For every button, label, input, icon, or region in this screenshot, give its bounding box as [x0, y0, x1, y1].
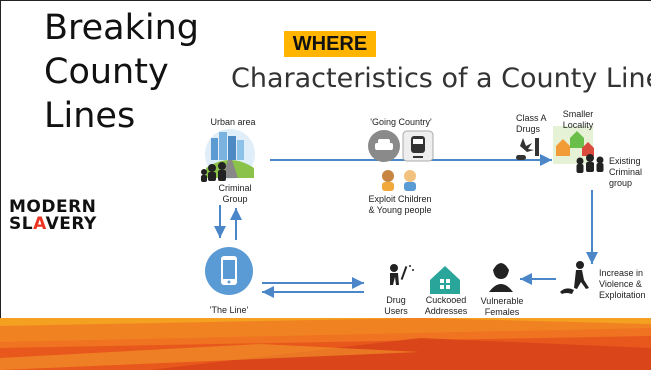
label-drug-users: Drug Users: [376, 295, 416, 317]
decorative-band: [0, 318, 651, 370]
label-existing-line3: group: [609, 178, 633, 188]
left-border: [0, 0, 1, 330]
children-icon: [382, 170, 416, 191]
label-existing-group: Existing Criminal group: [609, 156, 649, 189]
where-badge: WHERE: [284, 31, 376, 57]
logo-part-1: SL: [9, 214, 34, 234]
label-criminal-group: Criminal Group: [210, 183, 260, 205]
modern-slavery-logo: MODERN SLAVERY: [9, 197, 97, 234]
existing-group-icon: [576, 154, 604, 173]
label-cuckooed-line1: Cuckooed: [425, 295, 467, 305]
label-drug-users-line2: Users: [384, 306, 408, 316]
top-border: [0, 0, 651, 1]
title-line-2: County: [44, 52, 169, 92]
logo-part-2: VERY: [45, 214, 97, 234]
violence-icon: [560, 261, 589, 294]
label-going-country: 'Going Country': [370, 117, 432, 127]
city-icon: [205, 129, 255, 179]
slide-title: Breaking County Lines: [44, 6, 204, 138]
label-exploit-line2: & Young people: [368, 205, 432, 215]
title-line-1: Breaking: [44, 8, 200, 48]
label-smaller-locality-line2: Locality: [562, 120, 594, 130]
label-class-a-line1: Class A: [516, 113, 547, 123]
label-vulnerable-females: Vulnerable Females: [478, 296, 526, 318]
train-icon: [402, 130, 434, 162]
label-cuckooed-addresses: Cuckooed Addresses: [421, 295, 471, 317]
label-urban-area: Urban area: [210, 117, 256, 127]
label-existing-line2: Criminal: [609, 167, 643, 177]
diagram-title: Characteristics of a County Line: [231, 63, 651, 94]
label-smaller-locality-line1: Smaller: [562, 109, 594, 119]
label-increase-line1: Increase in: [599, 268, 644, 278]
label-increase-violence: Increase in Violence & Exploitation: [599, 268, 649, 301]
label-increase-line3: Exploitation: [599, 290, 646, 300]
label-drug-users-line1: Drug: [386, 295, 406, 305]
label-exploit-children: Exploit Children & Young people: [360, 194, 440, 216]
label-criminal-group-line2: Group: [222, 194, 248, 204]
label-existing-line1: Existing: [609, 156, 641, 166]
label-vulnerable-line2: Females: [484, 307, 520, 317]
label-class-a-line2: Drugs: [516, 124, 541, 134]
drug-user-icon: [390, 264, 414, 285]
logo-line-2: SLAVERY: [9, 214, 96, 234]
logo-house-letter: A: [33, 214, 46, 234]
label-criminal-group-line1: Criminal: [218, 183, 252, 193]
label-cuckooed-line2: Addresses: [424, 306, 468, 316]
label-exploit-line1: Exploit Children: [368, 194, 432, 204]
label-smaller-locality: Smaller Locality: [556, 109, 600, 131]
label-vulnerable-line1: Vulnerable: [480, 296, 524, 306]
car-icon: [368, 130, 400, 162]
house-icon: [430, 266, 460, 294]
label-class-a-drugs: Class A Drugs: [516, 113, 556, 135]
phone-icon: [205, 247, 253, 295]
title-line-3: Lines: [44, 96, 136, 136]
logo-line-1: MODERN: [9, 197, 97, 217]
people-icon: [201, 162, 226, 182]
label-the-line: 'The Line': [209, 305, 249, 315]
label-increase-line2: Violence &: [599, 279, 642, 289]
drugs-icon: [516, 138, 539, 160]
female-icon: [489, 263, 513, 292]
